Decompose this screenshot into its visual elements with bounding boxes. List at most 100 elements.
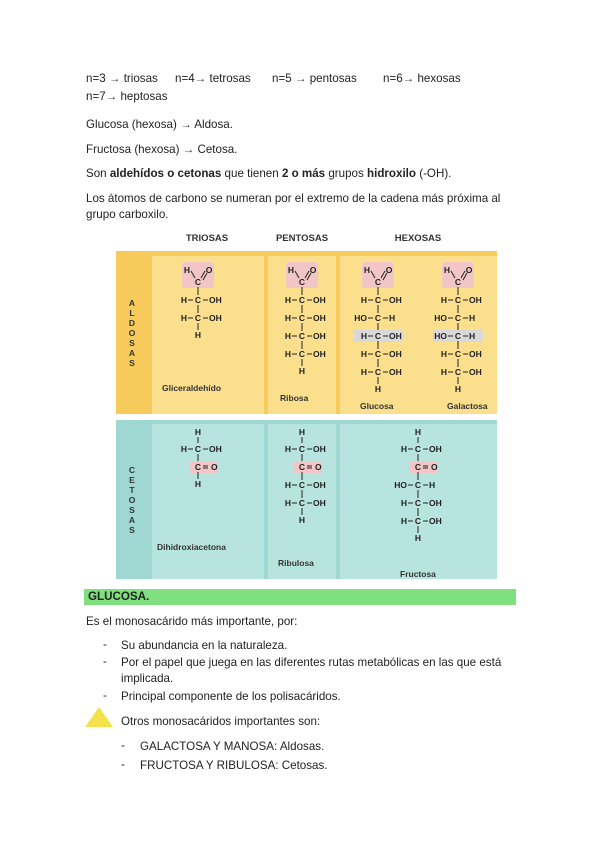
atom-label: H xyxy=(375,384,381,394)
line-n7: n=7→ heptosas xyxy=(86,90,168,103)
atom-label: OH xyxy=(209,444,222,454)
atom-label: O xyxy=(206,265,213,275)
glucosa-header: GLUCOSA. xyxy=(88,590,150,603)
label-ribosa: Ribosa xyxy=(280,393,309,403)
atom-label: H xyxy=(361,349,367,359)
carbonyl-highlight xyxy=(294,461,322,473)
atom-label: O xyxy=(315,462,322,472)
bullet-dash: - xyxy=(103,655,107,668)
sub-bullet-item: GALACTOSA Y MANOSA: Aldosas. xyxy=(140,740,325,753)
atom-label: H xyxy=(361,367,367,377)
label-glucosa: Glucosa xyxy=(360,401,394,411)
atom-label: C xyxy=(455,313,461,323)
atom-label: O xyxy=(431,462,438,472)
line-glucosa-aldosa: Glucosa (hexosa) → Aldosa. xyxy=(86,118,233,131)
sub-bullet-dash: - xyxy=(121,739,125,752)
side-label-letter: L xyxy=(129,307,135,318)
bullet-item: Principal componente de los polisacárido… xyxy=(121,690,341,703)
atom-label: OH xyxy=(313,498,326,508)
atom-label: H xyxy=(184,265,190,275)
line-fructosa-cetosa: Fructosa (hexosa) → Cetosa. xyxy=(86,143,238,156)
atom-label: H xyxy=(455,384,461,394)
bond xyxy=(304,270,310,279)
atom-label: C xyxy=(299,480,305,490)
atom-label: C xyxy=(195,313,201,323)
label-fructosa: Fructosa xyxy=(400,569,436,579)
atom-label: H xyxy=(285,444,291,454)
bullet-item: Por el papel que juega en las diferentes… xyxy=(121,656,502,669)
line-n4: n=4→ tetrosas xyxy=(175,72,251,85)
bond xyxy=(462,272,468,281)
atom-label: H xyxy=(195,479,201,489)
carbonyl-highlight xyxy=(286,262,318,288)
side-label-letter: S xyxy=(129,524,135,535)
bullet-dash: - xyxy=(103,638,107,651)
atom-label: H xyxy=(401,516,407,526)
bond xyxy=(382,272,388,281)
atom-label: C xyxy=(375,349,381,359)
atom-label: C xyxy=(299,444,305,454)
atom-label: H xyxy=(429,480,435,490)
atom-label: OH xyxy=(429,516,442,526)
otros-monosacaridos: Otros monosacáridos importantes son: xyxy=(121,715,321,728)
bond xyxy=(450,270,456,279)
atom-label: H xyxy=(441,367,447,377)
glucosa-intro: Es el monosacárido más importante, por: xyxy=(86,615,298,628)
atom-label: C xyxy=(375,277,381,287)
atom-label: H xyxy=(181,313,187,323)
atom-label: C xyxy=(299,462,305,472)
atom-label: H xyxy=(299,515,305,525)
atom-label: H xyxy=(361,331,367,341)
atom-label: HO xyxy=(394,480,407,490)
atom-label: H xyxy=(389,313,395,323)
side-label-letter: S xyxy=(129,337,135,348)
label-ribulosa: Ribulosa xyxy=(278,558,314,568)
atom-label: C xyxy=(195,444,201,454)
atom-label: OH xyxy=(313,480,326,490)
atom-label: H xyxy=(181,444,187,454)
carbonyl-highlight xyxy=(190,461,218,473)
atom-label: H xyxy=(441,349,447,359)
atom-label: H xyxy=(444,265,450,275)
line-n6: n=6→ hexosas xyxy=(383,72,461,85)
glucosa-header-bar: GLUCOSA. xyxy=(84,589,516,605)
atom-label: OH xyxy=(389,349,402,359)
atom-label: OH xyxy=(469,295,482,305)
bond xyxy=(380,270,386,279)
bullet-item: Su abundancia en la naturaleza. xyxy=(121,639,288,652)
atom-label: H xyxy=(285,331,291,341)
bullet-dash: - xyxy=(103,689,107,702)
atom-label: C xyxy=(195,295,201,305)
definition-line: Son aldehídos o cetonas que tienen 2 o m… xyxy=(86,167,452,180)
atom-label: C xyxy=(455,277,461,287)
atom-label: OH xyxy=(429,498,442,508)
col-header-triosas: TRIOSAS xyxy=(185,233,229,244)
atom-label: C xyxy=(415,516,421,526)
atom-label: H xyxy=(195,330,201,340)
carbonyl-highlight xyxy=(442,262,474,288)
atom-label: C xyxy=(299,498,305,508)
atom-label: H xyxy=(415,427,421,437)
side-label-letter: D xyxy=(128,317,136,328)
atom-label: C xyxy=(299,349,305,359)
label-gliceraldehido: Gliceraldehído xyxy=(162,383,222,393)
atomos-line-1: Los átomos de carbono se numeran por el … xyxy=(86,192,501,205)
atom-label: H xyxy=(285,480,291,490)
atom-label: H xyxy=(285,295,291,305)
atom-label: C xyxy=(195,462,201,472)
atom-label: H xyxy=(299,366,305,376)
atom-label: H xyxy=(415,533,421,543)
carbonyl-highlight xyxy=(362,262,394,288)
bond xyxy=(306,272,312,281)
atom-label: C xyxy=(455,367,461,377)
atom-label: HO xyxy=(434,331,447,341)
bond xyxy=(200,270,206,279)
